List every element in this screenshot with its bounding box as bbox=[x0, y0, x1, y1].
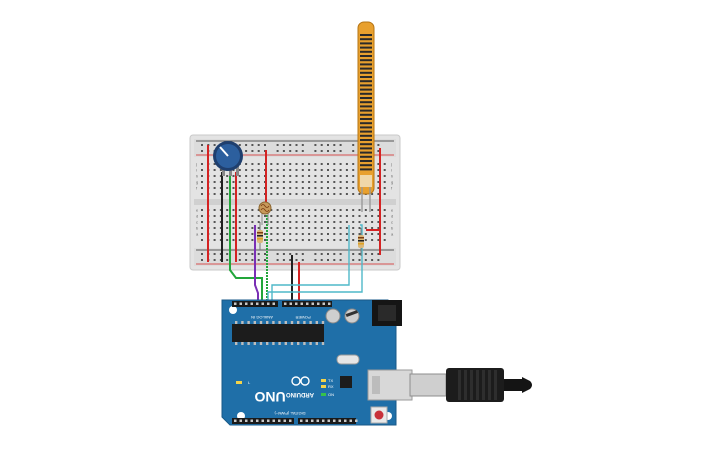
ldr-icon[interactable] bbox=[258, 201, 272, 225]
digital-header-right[interactable] bbox=[298, 418, 356, 424]
row-letter-right: h bbox=[391, 174, 393, 179]
row-letter-right: f bbox=[391, 186, 393, 191]
row-letter-right: g bbox=[391, 180, 393, 185]
row-letter-right: b bbox=[391, 226, 394, 231]
row-letter-left: i bbox=[196, 168, 197, 173]
row-letter-left: e bbox=[196, 208, 199, 213]
row-letter-right: i bbox=[391, 168, 392, 173]
wires bbox=[207, 145, 381, 300]
row-letter-left: a bbox=[196, 232, 199, 237]
led-tx bbox=[321, 379, 326, 382]
row-letter-right: a bbox=[391, 232, 394, 237]
center-channel bbox=[194, 199, 396, 205]
pot-wire-green bbox=[229, 172, 263, 300]
flex-wire-teal-2 bbox=[267, 224, 363, 300]
resistor-flex[interactable] bbox=[358, 228, 364, 256]
row-letter-left: g bbox=[196, 180, 198, 185]
led-rx-label: RX bbox=[328, 384, 334, 389]
bottom-power-rail bbox=[194, 248, 396, 266]
mount-hole bbox=[229, 306, 237, 314]
digital-pins bbox=[234, 419, 358, 422]
usb-controller-chip bbox=[340, 376, 352, 388]
flex-sensor-icon[interactable] bbox=[357, 21, 375, 212]
led-on-label: ON bbox=[328, 392, 334, 397]
row-letter-left: c bbox=[196, 220, 198, 225]
arduino-uno-board[interactable]: ANALOG IN POWER DIGITAL (PWM~) L TX bbox=[221, 299, 413, 426]
ldr-wire-purple bbox=[254, 225, 259, 300]
led-l-label: L bbox=[248, 380, 251, 385]
row-letter-left: h bbox=[196, 174, 198, 179]
row-letter-right: j bbox=[390, 162, 392, 167]
row-letter-right: d bbox=[391, 214, 393, 219]
microcontroller-chip bbox=[232, 324, 324, 342]
led-l bbox=[236, 381, 242, 384]
row-letter-right: e bbox=[391, 208, 394, 213]
crystal-oscillator bbox=[336, 354, 360, 365]
arduino-logo-icon bbox=[291, 376, 310, 386]
row-letter-left: b bbox=[196, 226, 199, 231]
power-header-label: POWER bbox=[295, 315, 310, 320]
led-rx bbox=[321, 385, 326, 388]
led-tx-label: TX bbox=[328, 378, 333, 383]
header-pins bbox=[234, 302, 331, 305]
row-letter-right: c bbox=[391, 220, 393, 225]
potentiometer-knob-icon[interactable] bbox=[213, 141, 243, 176]
analog-header[interactable] bbox=[232, 301, 278, 307]
led-on bbox=[321, 393, 326, 396]
top-power-rail bbox=[194, 139, 396, 157]
row-letter-left: f bbox=[196, 186, 198, 191]
board-model-label: UNO bbox=[254, 389, 285, 405]
row-letter-left: d bbox=[196, 214, 198, 219]
capacitor bbox=[325, 308, 341, 324]
analog-header-label: ANALOG IN bbox=[251, 315, 273, 320]
digital-header-label: DIGITAL (PWM~) bbox=[274, 411, 306, 416]
resistor-ldr[interactable] bbox=[257, 222, 263, 250]
brand-label: ARDUINO bbox=[286, 391, 314, 397]
row-letter-left: j bbox=[195, 162, 197, 167]
usb-cable-icon[interactable] bbox=[409, 368, 532, 402]
